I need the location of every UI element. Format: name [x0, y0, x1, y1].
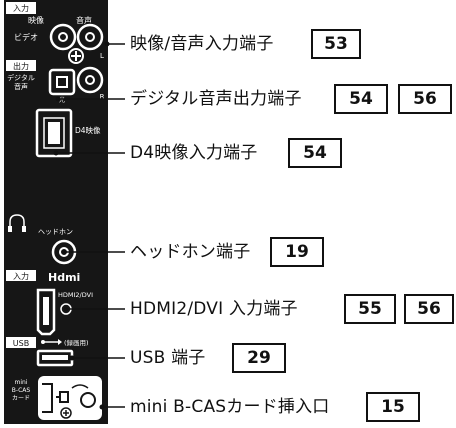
av-group-tag: 入力: [13, 3, 29, 13]
page-ref-15[interactable]: 15: [366, 392, 420, 422]
terminal-panel: 入力 映像 音声 ビデオ L 出力 デジタル 音声 光 R: [4, 0, 108, 424]
callout-usb: USB 端子: [130, 348, 206, 368]
digital-group-tag-box: [6, 60, 36, 71]
svg-text:音声: 音声: [14, 82, 28, 91]
hdmi-screw: [60, 303, 72, 315]
d4-jack: [35, 108, 73, 158]
video-row-label: ビデオ: [14, 32, 38, 42]
digital-audio-group: 出力 デジタル 音声 光 R: [6, 60, 105, 104]
optical-jack: [48, 68, 76, 96]
audio-jack-r: [76, 66, 104, 94]
bcas-eject: [80, 392, 96, 408]
callout-d4-input: D4映像入力端子: [130, 143, 258, 163]
usb-group-tag: USB: [13, 339, 29, 348]
audio-jack-l-pin: [85, 32, 95, 42]
page-ref-53[interactable]: 53: [311, 29, 361, 59]
headphone-icon: [9, 214, 25, 230]
audio-l-label: L: [100, 52, 104, 60]
optical-label: 光: [59, 96, 65, 104]
bcas-group: mini B-CAS カード: [12, 376, 102, 420]
hdmi-group-tag: 入力: [13, 271, 29, 281]
hdmi-logo: Hdmi: [48, 271, 80, 284]
audio-jack-l: [76, 23, 104, 51]
headphone-group: ヘッドホン: [8, 214, 77, 265]
digital-group-tag: 出力: [13, 61, 29, 71]
page-ref-56[interactable]: 56: [404, 294, 454, 324]
usb-group-tag-box: [6, 337, 36, 348]
usb-group: USB (録画用): [6, 337, 89, 367]
hdmi-group: 入力 Hdmi HDMI2/DVI: [6, 270, 93, 336]
digital-audio-label: デジタル: [7, 73, 35, 82]
headphone-label: ヘッドホン: [38, 228, 73, 236]
hdmi-group-tag-box: [6, 270, 36, 281]
d4-input-group: D4映像: [35, 108, 101, 158]
svg-text:B-CAS: B-CAS: [12, 387, 31, 394]
callout-bcas-slot: mini B-CASカード挿入口: [130, 397, 330, 417]
callout-av-input: 映像/音声入力端子: [130, 34, 274, 54]
callout-hdmi-input: HDMI2/DVI 入力端子: [130, 299, 298, 319]
d4-label: D4映像: [75, 125, 101, 135]
terminal-panel-drawing: 入力 映像 音声 ビデオ L 出力 デジタル 音声 光 R: [6, 2, 105, 420]
center-mark: [68, 48, 84, 64]
svg-text:カード: カード: [12, 395, 30, 402]
headphone-jack: [51, 239, 77, 265]
usb-note: (録画用): [64, 338, 89, 347]
page-ref-56[interactable]: 56: [398, 84, 452, 114]
bcas-slot-plate: [38, 376, 102, 420]
page-ref-29[interactable]: 29: [232, 343, 286, 373]
hdmi-jack: [36, 288, 56, 336]
page-ref-54[interactable]: 54: [288, 138, 342, 168]
av-input-group: 入力 映像 音声 ビデオ L: [6, 2, 104, 64]
page-ref-54[interactable]: 54: [334, 84, 388, 114]
audio-jack-r-pin: [85, 75, 95, 85]
bcas-card-icon: [59, 391, 69, 403]
video-column-label: 映像: [28, 15, 44, 25]
page-ref-19[interactable]: 19: [270, 237, 324, 267]
page-ref-55[interactable]: 55: [344, 294, 396, 324]
video-jack: [49, 23, 77, 51]
callout-headphone: ヘッドホン端子: [130, 242, 251, 262]
audio-r-label: R: [100, 93, 105, 101]
audio-column-label: 音声: [76, 15, 92, 25]
hdmi-port-label: HDMI2/DVI: [58, 291, 93, 299]
av-group-tag-box: [6, 2, 36, 14]
bcas-label: mini: [15, 379, 28, 386]
video-jack-pin: [58, 32, 68, 42]
callout-digital-audio-output: デジタル音声出力端子: [130, 89, 302, 109]
